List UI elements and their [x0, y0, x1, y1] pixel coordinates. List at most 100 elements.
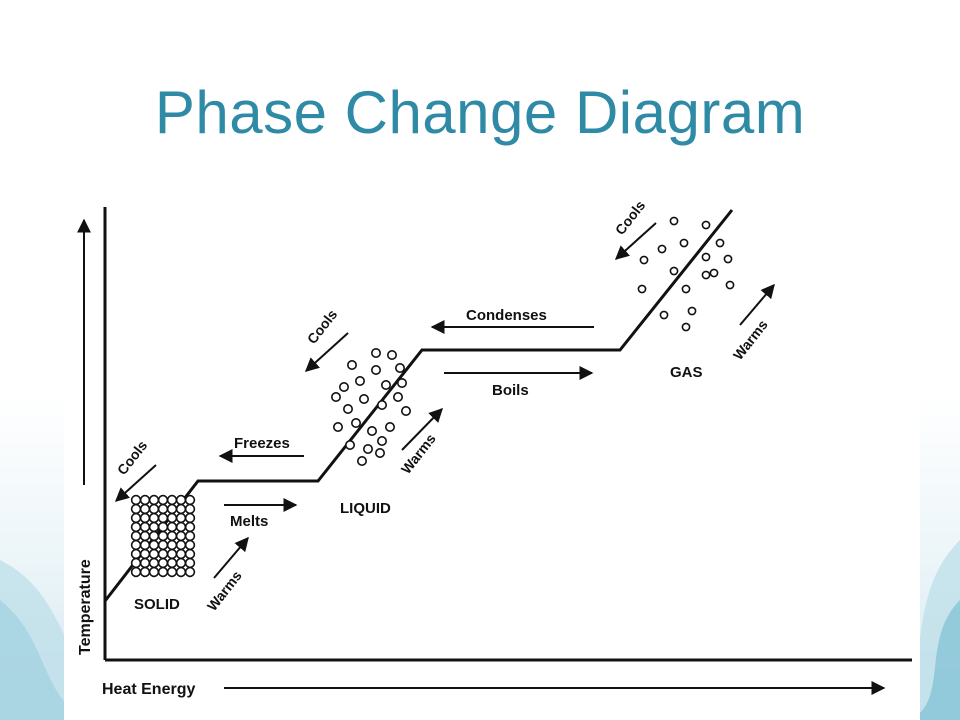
- liquid-particle: [338, 382, 349, 393]
- solid-particle: [184, 557, 196, 569]
- solid-particle: [175, 530, 187, 542]
- gas-particle: [715, 238, 725, 248]
- diagram-canvas: Temperature Heat Energy SOLID LIQUID GAS…: [77, 197, 912, 698]
- phase-change-diagram: Temperature Heat Energy SOLID LIQUID GAS…: [64, 165, 920, 720]
- liquid-particle: [374, 447, 385, 458]
- liquid-cools-arrow: [304, 332, 349, 372]
- solid-particle: [148, 521, 160, 533]
- gas-particle: [657, 244, 667, 254]
- solid-warms-label: Warms: [204, 567, 245, 613]
- solid-particle: [184, 512, 196, 524]
- solid-particle: [130, 539, 142, 551]
- gas-particle: [701, 252, 711, 262]
- liquid-particle: [350, 418, 361, 429]
- solid-particle: [175, 521, 187, 533]
- solid-particles: [130, 494, 196, 578]
- liquid-particle: [330, 392, 341, 403]
- solid-particle: [157, 521, 169, 533]
- solid-particle: [157, 566, 169, 578]
- solid-particle: [139, 548, 151, 560]
- solid-particle: [157, 548, 169, 560]
- gas-particles: [637, 216, 735, 332]
- liquid-particle: [362, 443, 373, 454]
- gas-particle: [679, 238, 689, 248]
- solid-particle: [166, 557, 178, 569]
- liquid-particles: [330, 348, 411, 466]
- gas-particle: [709, 268, 719, 278]
- solid-particle: [166, 548, 178, 560]
- liquid-particle: [380, 380, 391, 391]
- solid-particle: [175, 548, 187, 560]
- solid-particle: [139, 494, 151, 506]
- gas-particle: [639, 255, 649, 265]
- gas-particle: [723, 254, 733, 264]
- solid-particle: [184, 566, 196, 578]
- gas-particle: [681, 322, 691, 332]
- solid-particle: [148, 503, 160, 515]
- solid-particle: [139, 566, 151, 578]
- solid-particle: [148, 539, 160, 551]
- gas-label: GAS: [670, 364, 703, 381]
- liquid-particle: [384, 421, 395, 432]
- solid-particle: [175, 494, 187, 506]
- liquid-particle: [392, 392, 403, 403]
- solid-particle: [175, 512, 187, 524]
- condenses-label: Condenses: [466, 307, 547, 324]
- solid-particle: [157, 557, 169, 569]
- liquid-particle: [366, 425, 377, 436]
- solid-particle: [175, 566, 187, 578]
- solid-particle: [157, 539, 169, 551]
- solid-particle: [130, 494, 142, 506]
- solid-particle: [175, 503, 187, 515]
- solid-particle: [130, 530, 142, 542]
- solid-particle: [148, 530, 160, 542]
- liquid-particle: [358, 394, 369, 405]
- solid-particle: [166, 494, 178, 506]
- solid-particle: [184, 539, 196, 551]
- gas-cools-label: Cools: [612, 197, 649, 238]
- liquid-particle: [344, 439, 355, 450]
- gas-particle: [669, 266, 679, 276]
- slide-title: Phase Change Diagram: [154, 79, 806, 146]
- liquid-warms-arrow: [401, 407, 443, 451]
- solid-particle: [166, 530, 178, 542]
- solid-particle: [130, 566, 142, 578]
- solid-warms-arrow: [213, 536, 249, 579]
- solid-particle: [148, 557, 160, 569]
- liquid-particle: [376, 435, 387, 446]
- liquid-particle: [376, 400, 387, 411]
- solid-particle: [184, 494, 196, 506]
- gas-warms-arrow: [739, 283, 775, 326]
- solid-particle: [148, 566, 160, 578]
- liquid-particle: [400, 406, 411, 417]
- solid-particle: [184, 521, 196, 533]
- solid-particle: [148, 494, 160, 506]
- solid-particle: [148, 548, 160, 560]
- gas-particle: [725, 280, 735, 290]
- liquid-particle: [394, 363, 405, 374]
- solid-particle: [139, 557, 151, 569]
- liquid-particle: [332, 421, 343, 432]
- solid-particle: [130, 521, 142, 533]
- solid-particle: [139, 539, 151, 551]
- solid-label: SOLID: [134, 596, 180, 613]
- liquid-particle: [354, 376, 365, 387]
- gas-warms-label: Warms: [730, 316, 771, 362]
- liquid-particle: [346, 360, 357, 371]
- gas-particle: [681, 284, 691, 294]
- solid-particle: [166, 521, 178, 533]
- solid-cools-label: Cools: [114, 437, 151, 478]
- solid-particle: [130, 503, 142, 515]
- liquid-particle: [342, 404, 353, 415]
- liquid-particle: [396, 378, 407, 389]
- solid-particle: [157, 494, 169, 506]
- temperature-axis-label: Temperature: [77, 559, 94, 655]
- liquid-label: LIQUID: [340, 500, 391, 517]
- liquid-particle: [356, 455, 367, 466]
- liquid-particle: [370, 348, 381, 359]
- solid-particle: [157, 503, 169, 515]
- solid-particle: [139, 503, 151, 515]
- liquid-warms-label: Warms: [398, 430, 439, 476]
- solid-particle: [184, 530, 196, 542]
